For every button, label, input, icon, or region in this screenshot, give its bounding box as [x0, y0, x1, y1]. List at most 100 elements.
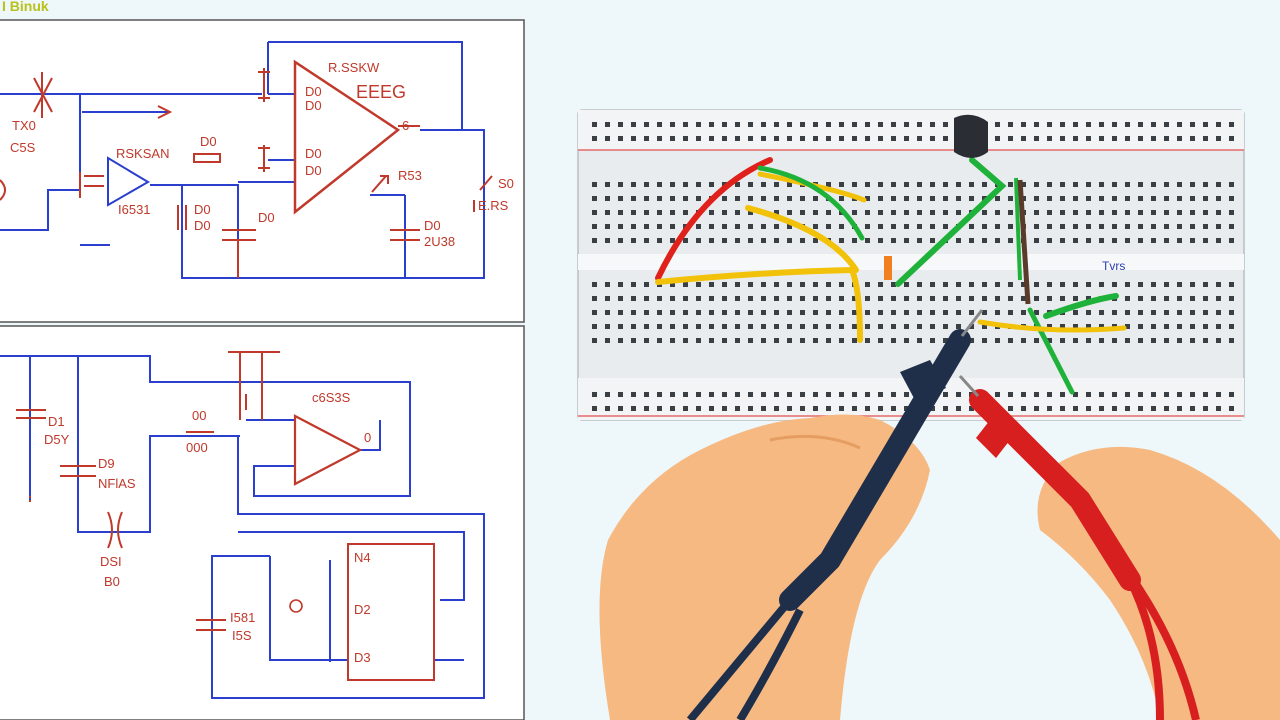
breadboard-hole: [1138, 196, 1143, 201]
breadboard-hole: [605, 338, 610, 343]
breadboard-hole: [709, 406, 714, 411]
breadboard-hole: [787, 392, 792, 397]
breadboard-hole: [891, 282, 896, 287]
breadboard-hole: [865, 338, 870, 343]
breadboard-hole: [891, 392, 896, 397]
breadboard-hole: [826, 324, 831, 329]
breadboard-hole: [943, 392, 948, 397]
breadboard-hole: [995, 224, 1000, 229]
breadboard-hole: [709, 296, 714, 301]
breadboard-hole: [1216, 224, 1221, 229]
breadboard-hole: [826, 310, 831, 315]
breadboard-hole: [631, 136, 636, 141]
breadboard-hole: [592, 210, 597, 215]
label-d0: D0: [424, 218, 441, 233]
pin-label-1: D0: [305, 84, 322, 99]
breadboard-hole: [1203, 392, 1208, 397]
breadboard-hole: [761, 406, 766, 411]
breadboard-hole: [917, 122, 922, 127]
breadboard-hole: [1047, 224, 1052, 229]
breadboard-hole: [904, 296, 909, 301]
breadboard-hole: [1151, 182, 1156, 187]
breadboard-hole: [1190, 136, 1195, 141]
breadboard-hole: [1008, 338, 1013, 343]
breadboard-hole: [1203, 224, 1208, 229]
breadboard-hole: [1151, 238, 1156, 243]
breadboard-hole: [1112, 224, 1117, 229]
breadboard-hole: [1151, 324, 1156, 329]
breadboard-hole: [1177, 282, 1182, 287]
breadboard-hole: [1034, 282, 1039, 287]
breadboard-hole: [1177, 338, 1182, 343]
breadboard-hole: [904, 310, 909, 315]
breadboard-hole: [1047, 210, 1052, 215]
breadboard-hole: [1203, 338, 1208, 343]
breadboard-hole: [904, 122, 909, 127]
breadboard-hole: [618, 310, 623, 315]
breadboard-hole: [1047, 238, 1052, 243]
breadboard-hole: [1216, 324, 1221, 329]
breadboard-hole: [722, 210, 727, 215]
breadboard-hole: [670, 238, 675, 243]
breadboard-hole: [995, 210, 1000, 215]
breadboard-hole: [1008, 136, 1013, 141]
breadboard-hole: [995, 136, 1000, 141]
breadboard-hole: [1073, 392, 1078, 397]
breadboard-hole: [722, 296, 727, 301]
breadboard-hole: [748, 238, 753, 243]
breadboard-hole: [1203, 406, 1208, 411]
breadboard-hole: [735, 310, 740, 315]
breadboard-hole: [644, 122, 649, 127]
breadboard-hole: [995, 338, 1000, 343]
pin-label-2: D0: [305, 98, 322, 113]
breadboard-hole: [956, 310, 961, 315]
breadboard-hole: [696, 338, 701, 343]
breadboard-hole: [839, 238, 844, 243]
jumper-wires: Tvrs: [655, 114, 1127, 395]
breadboard-hole: [735, 406, 740, 411]
breadboard-hole: [1151, 296, 1156, 301]
breadboard-hole: [800, 406, 805, 411]
breadboard-hole: [1086, 238, 1091, 243]
breadboard-hole: [852, 296, 857, 301]
orange-component: [884, 256, 892, 280]
breadboard-hole: [1112, 182, 1117, 187]
breadboard-hole: [748, 182, 753, 187]
breadboard-hole: [1086, 392, 1091, 397]
breadboard-hole: [683, 406, 688, 411]
breadboard-hole: [670, 136, 675, 141]
breadboard-hole: [722, 338, 727, 343]
breadboard-hole: [878, 122, 883, 127]
breadboard-hole: [670, 224, 675, 229]
breadboard-hole: [605, 324, 610, 329]
breadboard-hole: [1151, 392, 1156, 397]
breadboard-hole: [1099, 310, 1104, 315]
breadboard-hole: [891, 338, 896, 343]
schematic-top-panel: TX0 C5S RSKSAN I6531 R.SSKW EEEG D0 D0 D…: [0, 19, 525, 323]
label-i6531: I6531: [118, 202, 151, 217]
breadboard-hole: [644, 296, 649, 301]
breadboard-hole: [800, 282, 805, 287]
breadboard-hole: [1047, 122, 1052, 127]
green-jumper-1: [757, 165, 865, 241]
breadboard-hole: [1125, 296, 1130, 301]
breadboard-hole: [1138, 182, 1143, 187]
breadboard-hole: [1008, 282, 1013, 287]
breadboard-hole: [1047, 324, 1052, 329]
breadboard-hole: [787, 224, 792, 229]
breadboard-hole: [1190, 406, 1195, 411]
caption: I Binuk: [2, 0, 49, 14]
breadboard-hole: [1125, 324, 1130, 329]
breadboard-hole: [787, 238, 792, 243]
breadboard-hole: [1190, 324, 1195, 329]
breadboard-hole: [657, 122, 662, 127]
breadboard-hole: [774, 296, 779, 301]
breadboard-hole: [1034, 224, 1039, 229]
breadboard-hole: [982, 296, 987, 301]
breadboard-hole: [1073, 238, 1078, 243]
breadboard-hole: [865, 182, 870, 187]
breadboard-hole: [1008, 122, 1013, 127]
breadboard-hole: [813, 282, 818, 287]
label-resistor: D0: [200, 134, 217, 149]
breadboard-hole: [865, 238, 870, 243]
